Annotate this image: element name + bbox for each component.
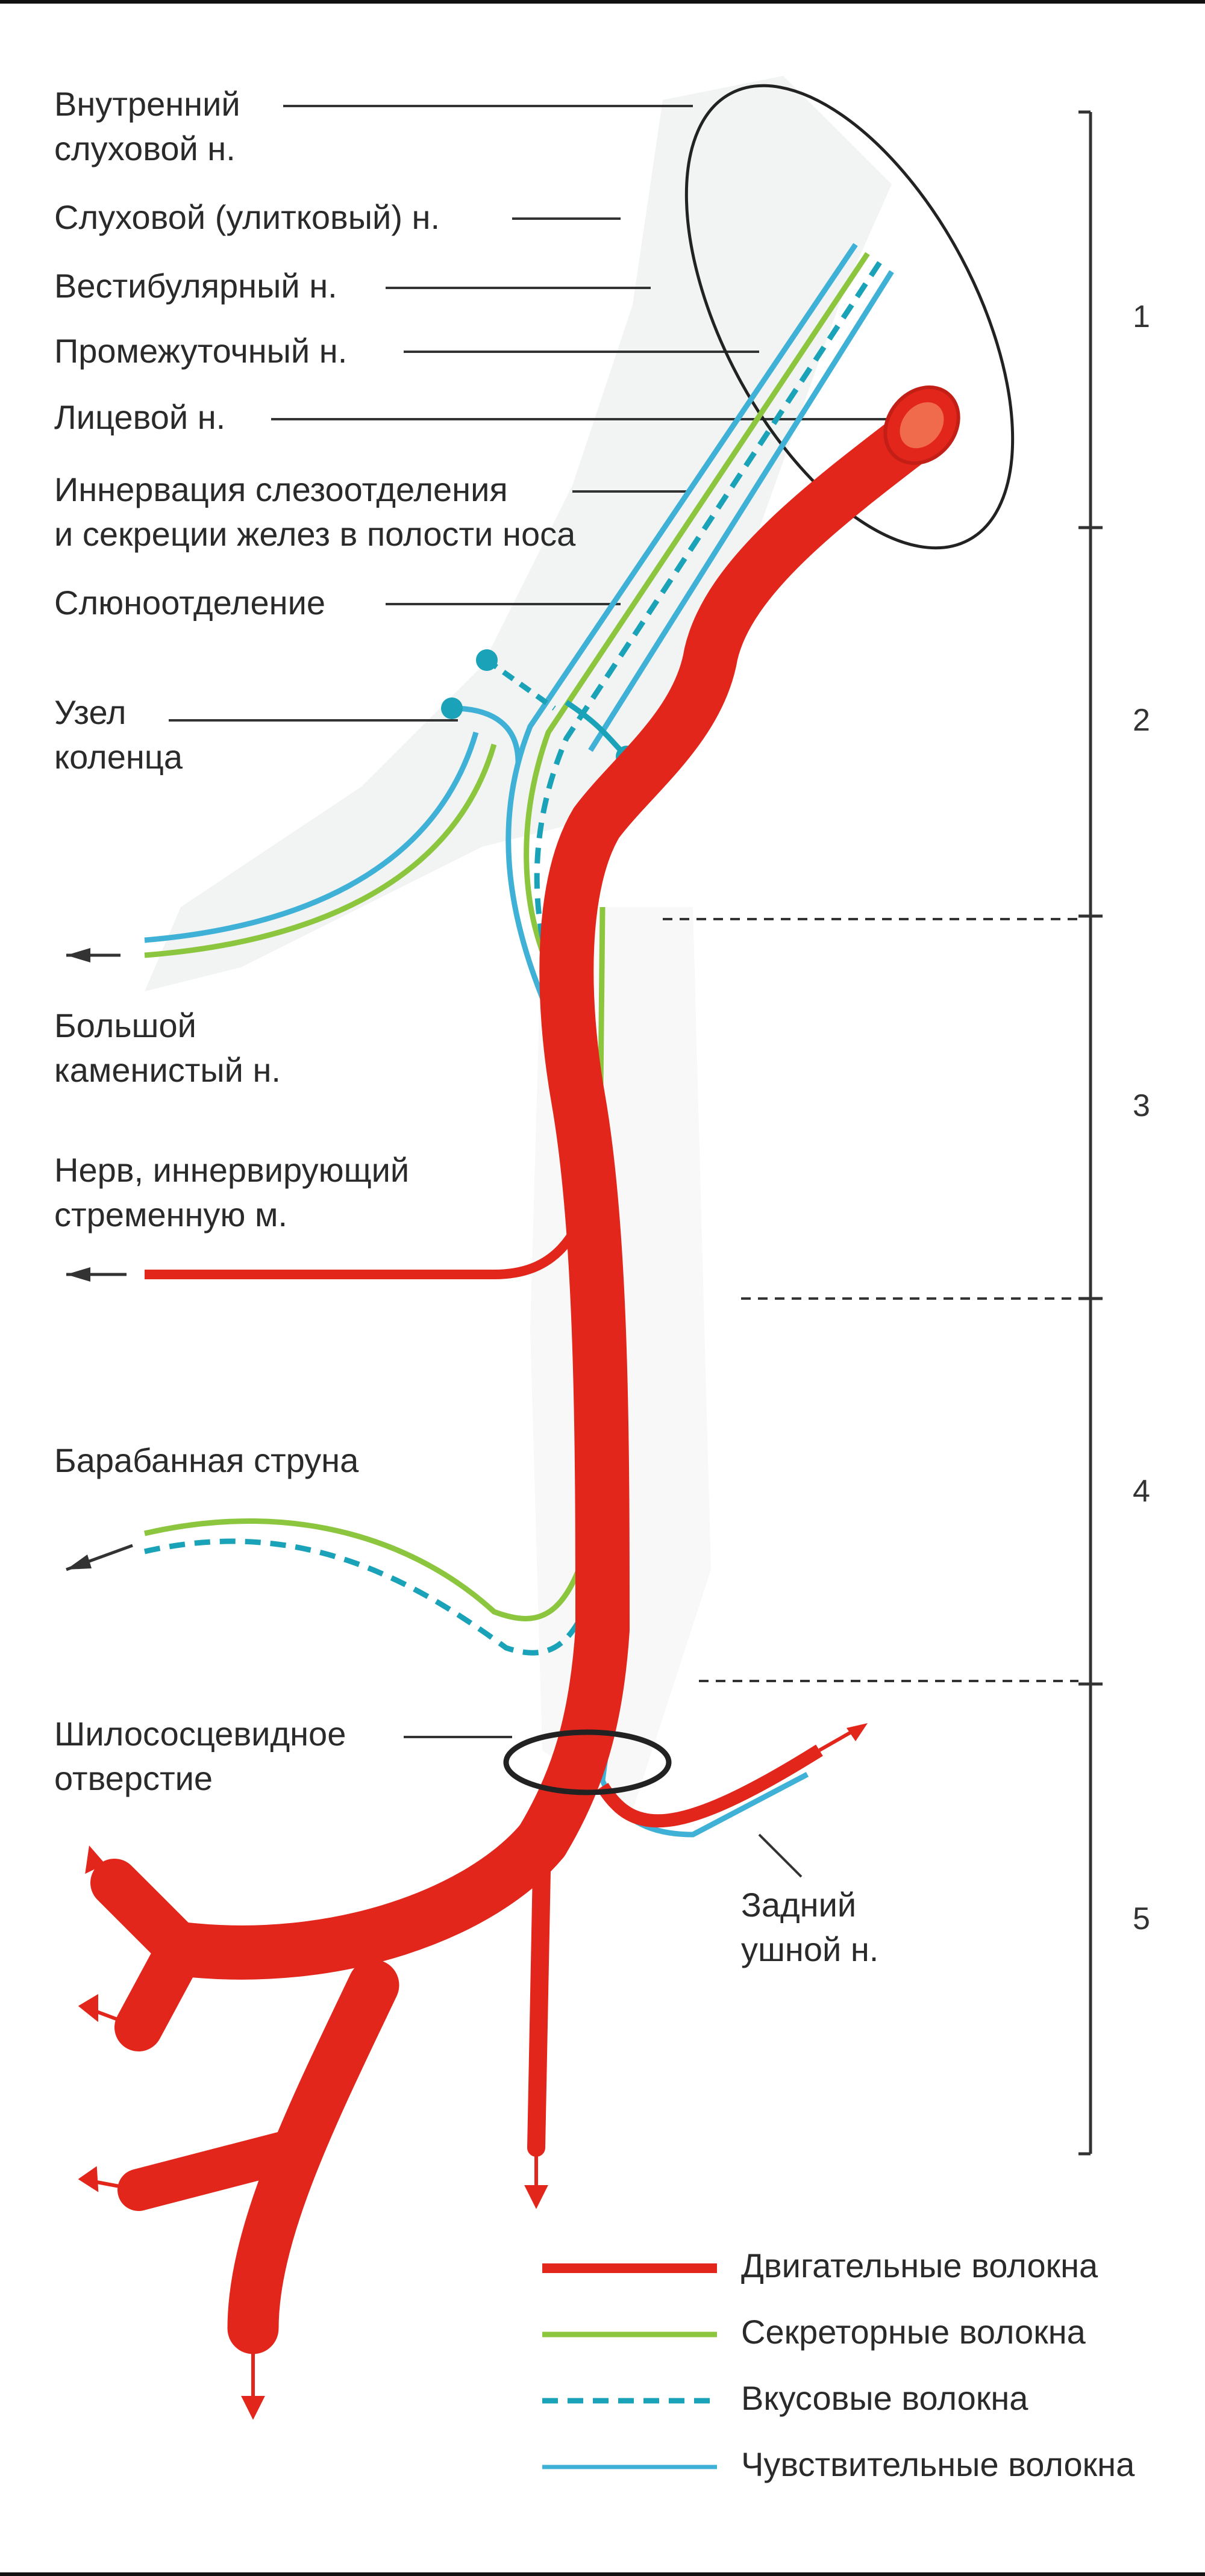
segment-number-4: 4: [1133, 1474, 1150, 1509]
peripheral-branches: [90, 1813, 569, 2354]
legend-item-taste: Вкусовые волокна: [542, 2374, 1181, 2428]
stylomastoid-foramen: [503, 1729, 672, 1795]
legend-item-motor: Двигательные волокна: [542, 2241, 1181, 2295]
segment-bar: [1078, 110, 1103, 2156]
label-lacrimal: Иннервация слезоотделения и секреции жел…: [54, 470, 576, 553]
legend-label-sensory: Чувствительные волокна: [741, 2445, 1135, 2483]
label-vestibular: Вестибулярный н.: [54, 267, 337, 305]
petrosal-sensory: [144, 731, 479, 943]
label-intermediate: Промежуточный н.: [54, 332, 348, 370]
segment-number-3: 3: [1133, 1088, 1150, 1123]
chorda-taste: [143, 1532, 612, 1656]
label-posterior-auricular: Задний ушной н.: [741, 1886, 879, 1968]
temporal-bone-shadow: [145, 76, 892, 991]
leader-lines: [169, 105, 898, 1878]
legend-swatch-taste: [542, 2398, 717, 2404]
stapedius-branch: [145, 1176, 601, 1279]
label-geniculate: Узел коленца: [54, 693, 183, 776]
intermediate-sensory-2: [588, 270, 894, 752]
legend-label-taste: Вкусовые волокна: [741, 2379, 1028, 2417]
label-salivation: Слюноотделение: [54, 584, 326, 622]
label-great-petrosal: Большой каменистый н.: [54, 1006, 281, 1089]
chorda-secretory: [143, 906, 606, 1621]
label-facial: Лицевой н.: [54, 398, 226, 436]
internal-auditory-canal-outline: [684, 84, 1015, 550]
legend-item-secretory: Секреторные волокна: [542, 2307, 1181, 2362]
branch-arrows: [78, 1845, 548, 2420]
label-cochlear: Слуховой (улитковый) н.: [54, 198, 440, 236]
label-chorda-tympani: Барабанная струна: [54, 1441, 359, 1479]
legend-label-secretory: Секреторные волокна: [741, 2313, 1086, 2351]
facial-motor-trunk: [515, 398, 955, 1868]
segment-number-1: 1: [1133, 299, 1150, 334]
segment-number-2: 2: [1133, 703, 1150, 738]
petrosal-secretory: [144, 743, 497, 958]
legend-item-sensory: Чувствительные волокна: [542, 2440, 1181, 2494]
segment-number-5: 5: [1133, 1901, 1150, 1936]
segment-dividers: [663, 918, 1078, 1682]
posterior-auricular: [596, 1744, 823, 1828]
nerve-illustration: [66, 76, 1103, 2420]
label-internal-auditory: Внутренний слуховой н.: [54, 85, 240, 167]
label-stylomastoid: Шилососцевидное отверстие: [54, 1715, 346, 1797]
label-stapedius: Нерв, иннервирующий стременную м.: [54, 1151, 410, 1233]
legend-label-motor: Двигательные волокна: [741, 2247, 1098, 2284]
legend-swatch-motor: [542, 2263, 717, 2273]
legend-swatch-secretory: [542, 2331, 717, 2337]
legend-swatch-sensory: [542, 2465, 717, 2469]
